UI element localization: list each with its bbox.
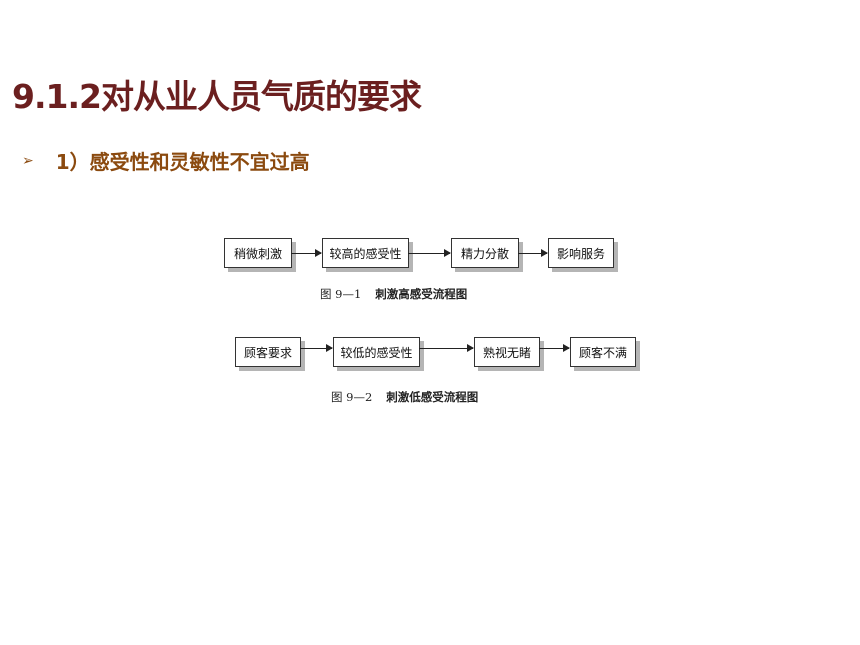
flow-box-customer-dissatisfied: 顾客不满 (570, 337, 636, 367)
flow-arrow (300, 344, 333, 352)
flow-arrow (408, 249, 451, 257)
bullet-text: 1）感受性和灵敏性不宜过高 (55, 150, 310, 174)
flow-arrow (539, 344, 570, 352)
flow-box-affect-service: 影响服务 (548, 238, 614, 268)
caption-number: 图 9—1 (320, 287, 362, 301)
flow-box-slight-stimulus: 稍微刺激 (224, 238, 292, 268)
flow-box-indifference: 熟视无睹 (474, 337, 540, 367)
flow-arrow (419, 344, 474, 352)
caption-number: 图 9—2 (331, 390, 373, 404)
flow-box-customer-request: 顾客要求 (235, 337, 301, 367)
flow-box-distraction: 精力分散 (451, 238, 519, 268)
bullet-arrow-icon: ➢ (22, 152, 34, 169)
slide-title: 9.1.2对从业人员气质的要求 (12, 77, 422, 116)
caption-title: 刺激低感受流程图 (386, 390, 479, 404)
flow-box-high-sensitivity: 较高的感受性 (322, 238, 409, 268)
caption-title: 刺激高感受流程图 (375, 287, 468, 301)
flow-arrow (518, 249, 548, 257)
bullet-item: ➢ 1）感受性和灵敏性不宜过高 (22, 146, 310, 175)
flow-box-low-sensitivity: 较低的感受性 (333, 337, 420, 367)
figure-caption: 图 9—1 刺激高感受流程图 (320, 286, 467, 302)
flow-arrow (291, 249, 322, 257)
figure-caption: 图 9—2 刺激低感受流程图 (331, 389, 478, 405)
